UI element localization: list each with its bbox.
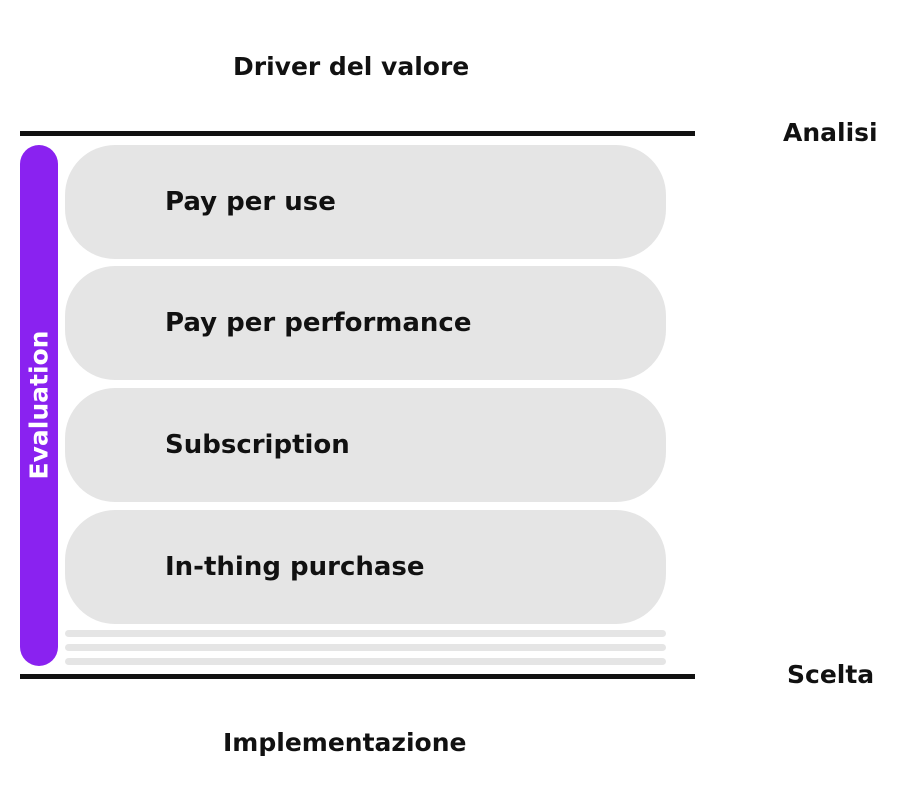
pay-per-use-box: Pay per use (65, 145, 666, 259)
scelta-label: Scelta (787, 660, 875, 689)
subscription-label: Subscription (165, 430, 350, 460)
diagram-title-bottom: Implementazione (223, 728, 467, 757)
top-divider-line (20, 131, 695, 136)
stacked-layer-bar (65, 658, 666, 665)
stacked-layer-bar (65, 644, 666, 651)
in-thing-purchase-box: In-thing purchase (65, 510, 666, 624)
subscription-box: Subscription (65, 388, 666, 502)
pay-per-performance-box: Pay per performance (65, 266, 666, 380)
bottom-divider-line (20, 674, 695, 679)
evaluation-bar (20, 145, 58, 666)
analisi-label: Analisi (783, 118, 878, 147)
in-thing-purchase-label: In-thing purchase (165, 552, 425, 582)
stacked-layer-bar (65, 630, 666, 637)
pay-per-performance-label: Pay per performance (165, 308, 472, 338)
diagram-title-top: Driver del valore (233, 52, 470, 81)
evaluation-label: Evaluation (24, 330, 54, 480)
pay-per-use-label: Pay per use (165, 187, 336, 217)
